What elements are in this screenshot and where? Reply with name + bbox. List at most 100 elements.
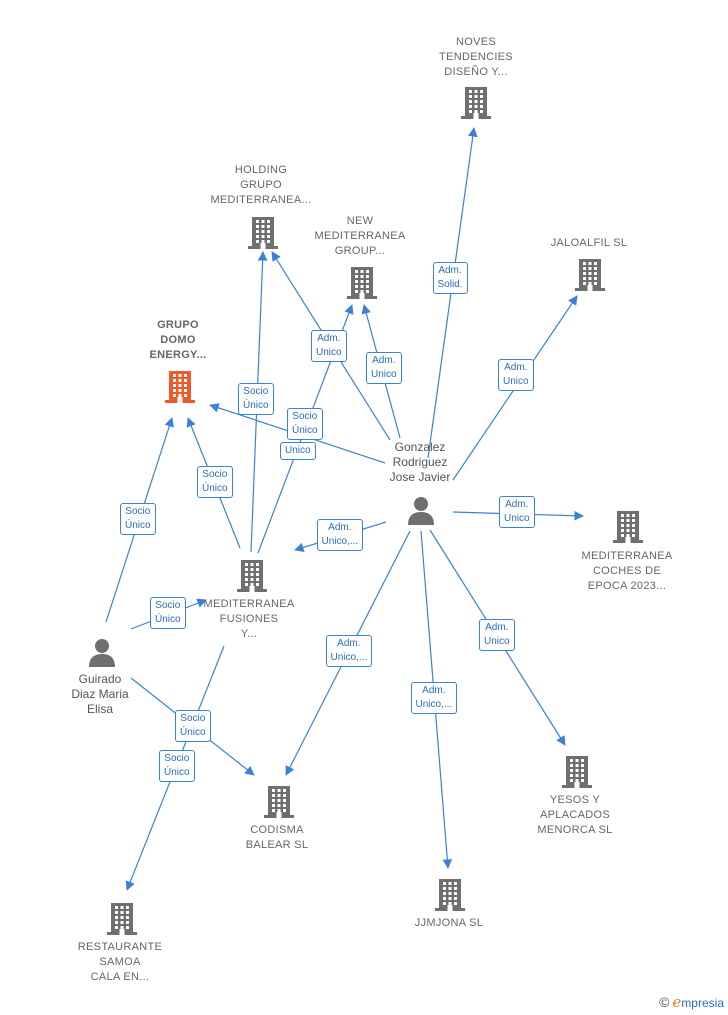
edge-label-line: Adm. xyxy=(505,499,529,510)
edge-label-line: Adm. xyxy=(317,333,341,344)
node-label-line: CODISMA xyxy=(250,824,304,836)
node-label-line: Gonzalez xyxy=(394,440,446,454)
node-label-jjmjona[interactable]: JJMJONA SL xyxy=(389,916,509,931)
edge-label-e4: Adm. Unico xyxy=(498,359,534,391)
edge-label-line: Socio xyxy=(202,469,228,480)
brand-name: mpresia xyxy=(681,996,724,1010)
person-icon-gonzalez[interactable] xyxy=(406,495,436,530)
edge-label-line: Unico xyxy=(484,636,510,647)
edge-label-line: Unico xyxy=(285,445,311,456)
building-icon-grupo[interactable] xyxy=(165,369,195,408)
node-label-line: COCHES DE xyxy=(592,565,662,577)
edge-label-line: Único xyxy=(292,425,318,436)
edge-label-line: Único xyxy=(202,483,228,494)
node-label-line: HOLDING xyxy=(234,164,288,176)
edge-label-e14: Adm. Unico xyxy=(479,619,515,651)
edge-label-e10: Adm. Unico xyxy=(499,496,535,528)
brand-logo: ©empresia xyxy=(659,993,724,1011)
edge-label-line: Solid. xyxy=(437,279,463,290)
edge-label-line: Unico xyxy=(371,369,397,380)
building-icon-noves[interactable] xyxy=(461,85,491,124)
edge-label-e15: Adm.Unico,... xyxy=(410,682,458,714)
edge-label-e1: Adm. Solid. xyxy=(432,262,468,294)
node-label-line: JJMJONA SL xyxy=(414,917,484,929)
edge-label-line: Adm. xyxy=(504,362,528,373)
brand-initial: e xyxy=(672,993,682,1011)
node-label-fusiones[interactable]: MEDITERRANEA FUSIONES Y... xyxy=(189,597,309,642)
node-label-jaloalfil[interactable]: JALOALFIL SL xyxy=(529,236,649,251)
node-label-line: RESTAURANTE xyxy=(77,941,163,953)
person-icon-guirado[interactable] xyxy=(87,637,117,672)
edge-label-line: Unico,... xyxy=(330,652,368,663)
node-label-line: GRUPO xyxy=(157,319,199,331)
copyright-icon: © xyxy=(659,994,670,1010)
node-label-line: YESOS Y xyxy=(549,794,601,806)
edge-label-line: Unico,... xyxy=(321,536,359,547)
edge-label-line: Único xyxy=(164,767,190,778)
node-label-line: JALOALFIL SL xyxy=(550,237,628,249)
node-label-line: TENDENCIES xyxy=(439,51,513,63)
node-label-noves[interactable]: NOVES TENDENCIES DISEÑO Y... xyxy=(416,35,536,80)
building-icon-fusiones[interactable] xyxy=(237,558,267,597)
edge-label-line: Adm. xyxy=(438,265,462,276)
node-label-line: Rodriguez xyxy=(392,455,448,469)
node-label-line: NEW xyxy=(346,215,374,227)
node-label-line: ENERGY... xyxy=(149,349,207,361)
node-label-line: NOVES xyxy=(455,36,496,48)
building-icon-yesos[interactable] xyxy=(562,754,592,793)
edge-label-e9: Adm. Unico,... xyxy=(316,519,364,551)
edge-label-line: Socio xyxy=(125,506,151,517)
node-label-line: MEDITERRANEA... xyxy=(210,194,312,206)
building-icon-jaloalfil[interactable] xyxy=(575,257,605,296)
node-label-line: EPOCA 2023... xyxy=(587,580,667,592)
node-label-holding[interactable]: HOLDING GRUPO MEDITERRANEA... xyxy=(201,163,321,208)
edge-label-line: Unico xyxy=(503,376,529,387)
edge-label-line: Socio xyxy=(164,753,190,764)
building-icon-restaurante[interactable] xyxy=(107,901,137,940)
edge-label-line: Unico xyxy=(504,513,530,524)
building-icon-codisma[interactable] xyxy=(264,784,294,823)
edge-label-line: Socio xyxy=(155,600,181,611)
building-icon-jjmjona[interactable] xyxy=(435,877,465,916)
edge-label-line: Socio xyxy=(292,411,318,422)
node-label-line: GRUPO xyxy=(240,179,282,191)
edge-label-line: Adm. xyxy=(328,522,352,533)
node-label-line: FUSIONES xyxy=(219,613,279,625)
edge-label-line: Socio xyxy=(180,713,206,724)
node-label-line: MEDITERRANEA xyxy=(203,598,295,610)
edge-label-line: Adm. xyxy=(337,638,361,649)
building-icon-holding[interactable] xyxy=(248,215,278,254)
node-label-line: MEDITERRANEA xyxy=(314,230,406,242)
edge-label-line: Único xyxy=(155,614,181,625)
node-label-line: Diaz Maria xyxy=(71,687,129,701)
edge-label-e13: Adm. Unico,... xyxy=(325,635,373,667)
node-label-line: DISEÑO Y... xyxy=(444,66,508,78)
edge-label-line: Adm. xyxy=(372,355,396,366)
node-label-line: Y... xyxy=(240,628,258,640)
edge-label-line: Único xyxy=(243,400,269,411)
edge-label-line: Adm. xyxy=(485,622,509,633)
edge-label-line: Socio xyxy=(243,386,269,397)
building-icon-coches[interactable] xyxy=(613,509,643,548)
edge-label-e3: Adm. Unico xyxy=(366,352,402,384)
building-icon-newmed[interactable] xyxy=(347,265,377,304)
edge-label-line: Único xyxy=(180,727,206,738)
edge-label-line: Adm. xyxy=(422,685,446,696)
